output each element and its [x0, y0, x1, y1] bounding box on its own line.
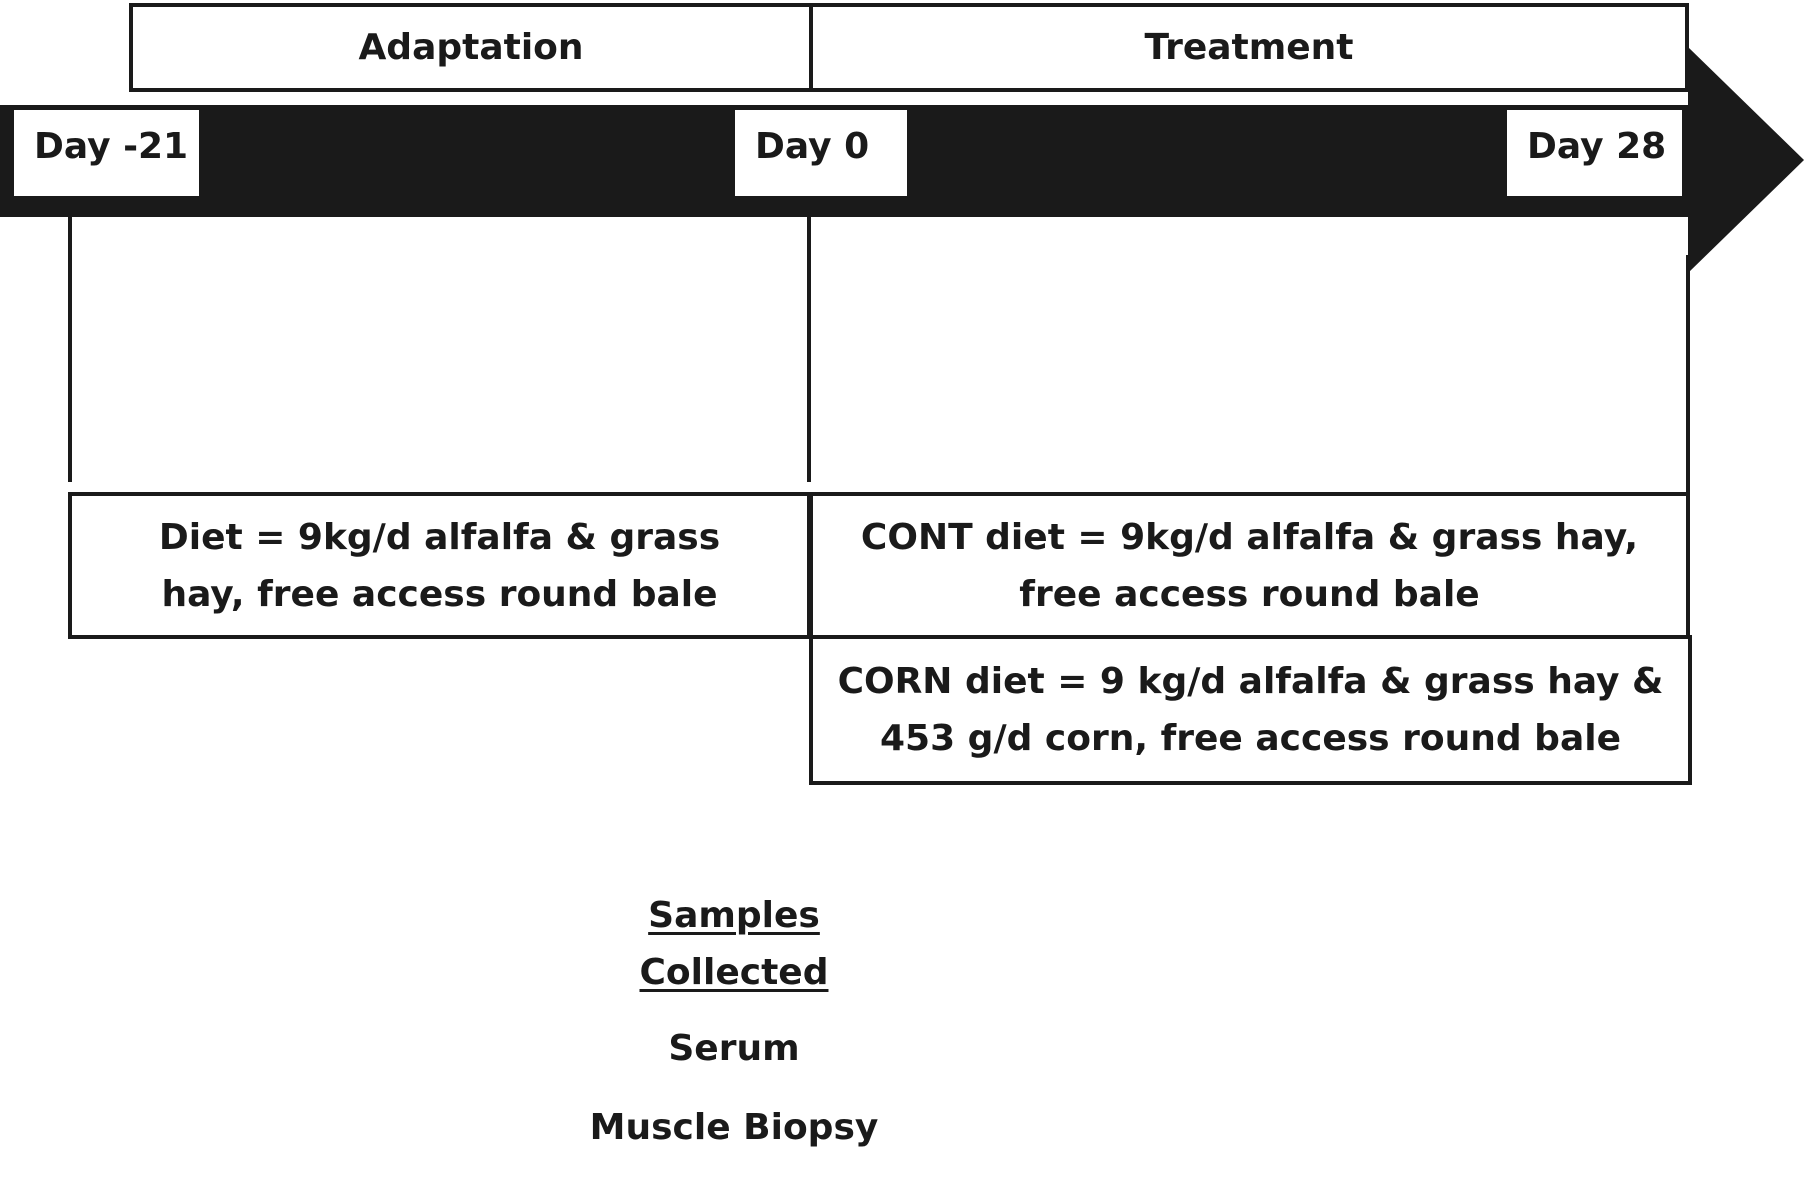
day-start-connector: [68, 217, 72, 482]
cont-diet-text: CONT diet = 9kg/d alfalfa & grass hay, f…: [860, 516, 1639, 615]
timeline-arrow-head: [1688, 47, 1804, 273]
samples-collected-heading: Samples Collected: [639, 895, 829, 993]
cont-diet-box: CONT diet = 9kg/d alfalfa & grass hay, f…: [809, 492, 1690, 639]
adaptation-diet-text: Diet = 9kg/d alfalfa & grass hay, free a…: [158, 516, 721, 615]
treatment-phase-label: Treatment: [1144, 27, 1354, 68]
day-start-label: Day -21: [14, 110, 199, 196]
sample-item-muscle-biopsy: Muscle Biopsy: [589, 1107, 879, 1148]
corn-diet-text: CORN diet = 9 kg/d alfalfa & grass hay &…: [837, 661, 1664, 759]
sample-item-serum: Serum: [668, 1028, 800, 1069]
adaptation-diet-box: Diet = 9kg/d alfalfa & grass hay, free a…: [68, 492, 811, 639]
treatment-phase-box: Treatment: [809, 3, 1689, 92]
adaptation-phase-box: Adaptation: [129, 3, 813, 92]
day-end-connector: [1686, 255, 1690, 615]
day-zero-connector: [807, 217, 811, 482]
day-end-label: Day 28: [1507, 110, 1682, 196]
day-zero-label: Day 0: [735, 110, 907, 196]
corn-diet-box: CORN diet = 9 kg/d alfalfa & grass hay &…: [809, 635, 1692, 785]
adaptation-phase-label: Adaptation: [358, 27, 584, 68]
